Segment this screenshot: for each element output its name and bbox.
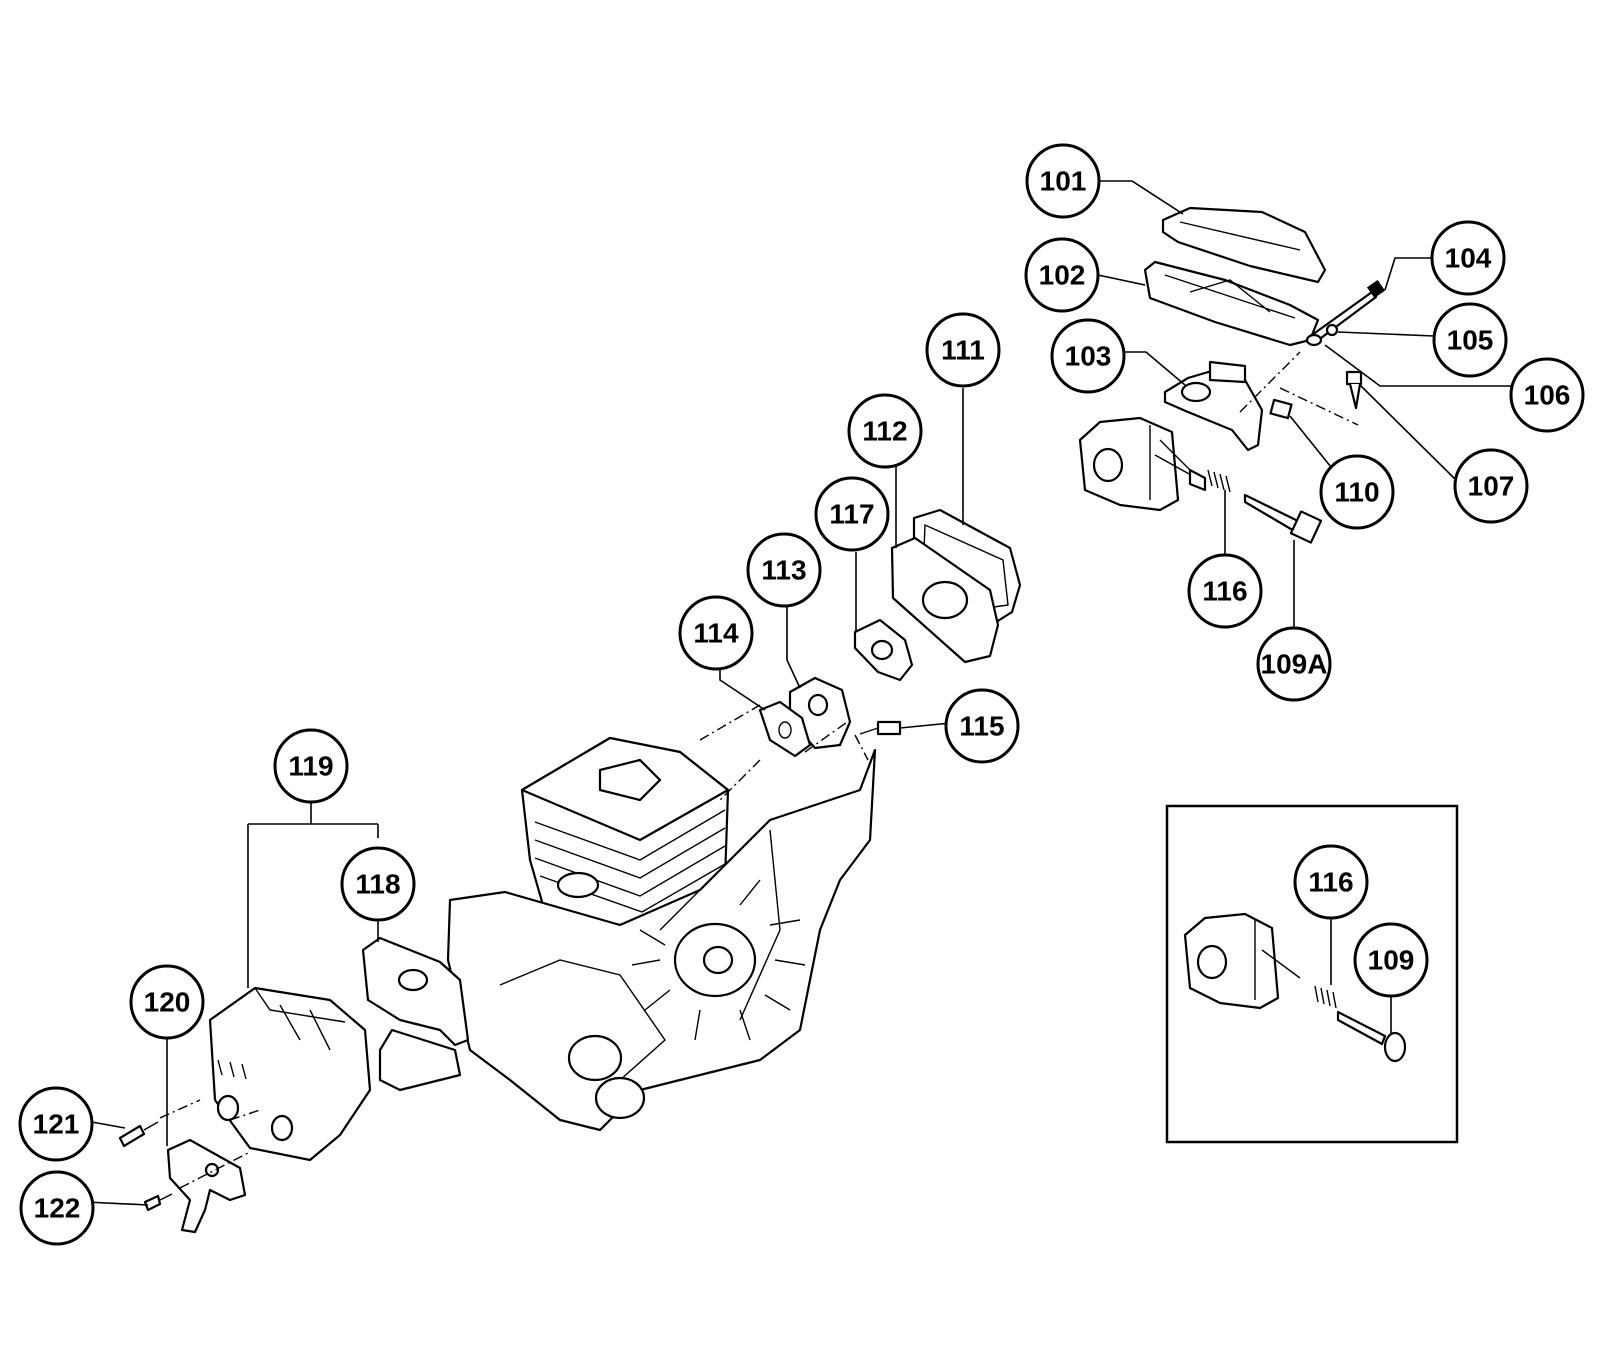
screw-122: [143, 1193, 173, 1212]
callout-122: 122: [19, 1170, 95, 1246]
callout-115: 115: [944, 688, 1020, 764]
callout-111: 111: [925, 312, 1001, 388]
svg-text:104: 104: [1445, 243, 1492, 274]
carburetor: [1078, 416, 1207, 512]
callout-109A: 109A: [1256, 626, 1332, 702]
screw-115: [859, 720, 902, 736]
svg-text:116: 116: [1308, 867, 1353, 898]
svg-text:107: 107: [1468, 471, 1515, 502]
svg-text:111: 111: [941, 335, 985, 366]
svg-text:117: 117: [829, 499, 874, 530]
callout-113: 113: [746, 532, 822, 608]
gasket-117: [853, 618, 914, 682]
svg-text:105: 105: [1447, 325, 1494, 356]
adjusting-screw-109A: [1243, 493, 1323, 544]
muffler-119: [208, 986, 372, 1162]
gasket-114: [758, 700, 812, 758]
svg-text:115: 115: [959, 711, 1004, 742]
air-filter-cover: [1161, 206, 1327, 284]
spring-top: [1207, 469, 1231, 493]
washer-105: [1325, 323, 1339, 337]
svg-text:122: 122: [34, 1193, 81, 1224]
cylinder: [520, 736, 730, 932]
svg-text:103: 103: [1065, 341, 1112, 372]
callout-107: 107: [1453, 448, 1529, 524]
callout-117: 117: [814, 476, 890, 552]
inset-spring: [1314, 985, 1337, 1009]
svg-text:109A: 109A: [1261, 649, 1328, 680]
callout-118: 118: [340, 846, 416, 922]
callout-105: 105: [1432, 302, 1508, 378]
nut-110: [1269, 398, 1293, 420]
svg-text:119: 119: [288, 751, 333, 782]
svg-text:112: 112: [862, 416, 907, 447]
muffler-bracket-120: [166, 1138, 247, 1234]
svg-text:110: 110: [1334, 477, 1379, 508]
svg-text:118: 118: [355, 869, 400, 900]
air-filter: [1143, 260, 1320, 347]
filter-frame-112: [890, 536, 1000, 664]
screw-121: [118, 1121, 159, 1148]
svg-text:101: 101: [1040, 166, 1087, 197]
callout-120: 120: [129, 964, 205, 1040]
callout-103: 103: [1050, 318, 1126, 394]
callout-106: 106: [1509, 357, 1585, 433]
callout-121: 121: [18, 1086, 94, 1162]
svg-text:121: 121: [33, 1109, 80, 1140]
callout-110: 110: [1319, 454, 1395, 530]
svg-text:120: 120: [144, 987, 191, 1018]
air-filter-base: [1163, 360, 1264, 452]
callout-109: 109: [1353, 922, 1429, 998]
callout-101: 101: [1025, 143, 1101, 219]
callout-116: 116: [1187, 553, 1263, 629]
inset-adjusting-screw-109: [1336, 1010, 1407, 1063]
carburetor-inset-frame: [1165, 804, 1459, 1144]
callout-116-inset: 116: [1293, 844, 1369, 920]
svg-text:113: 113: [761, 555, 806, 586]
callout-104: 104: [1430, 220, 1506, 296]
callout-114: 114: [678, 595, 754, 671]
inset-carburetor: [1183, 912, 1301, 1010]
muffler-gasket-118: [361, 936, 470, 1092]
assembly-line-middle: [699, 704, 869, 801]
callout-102: 102: [1024, 237, 1100, 313]
svg-text:109: 109: [1368, 945, 1415, 976]
svg-text:106: 106: [1524, 380, 1571, 411]
washer-106: [1305, 333, 1323, 347]
callout-119: 119: [273, 728, 349, 804]
svg-text:114: 114: [693, 618, 739, 649]
assembly-line-top: [1239, 351, 1359, 426]
bolt-107: [1345, 370, 1363, 410]
callout-112: 112: [847, 393, 923, 469]
crankcase: [446, 748, 877, 1132]
leader-lines: [85, 180, 1511, 1206]
svg-text:116: 116: [1202, 576, 1247, 607]
svg-text:102: 102: [1039, 260, 1086, 291]
